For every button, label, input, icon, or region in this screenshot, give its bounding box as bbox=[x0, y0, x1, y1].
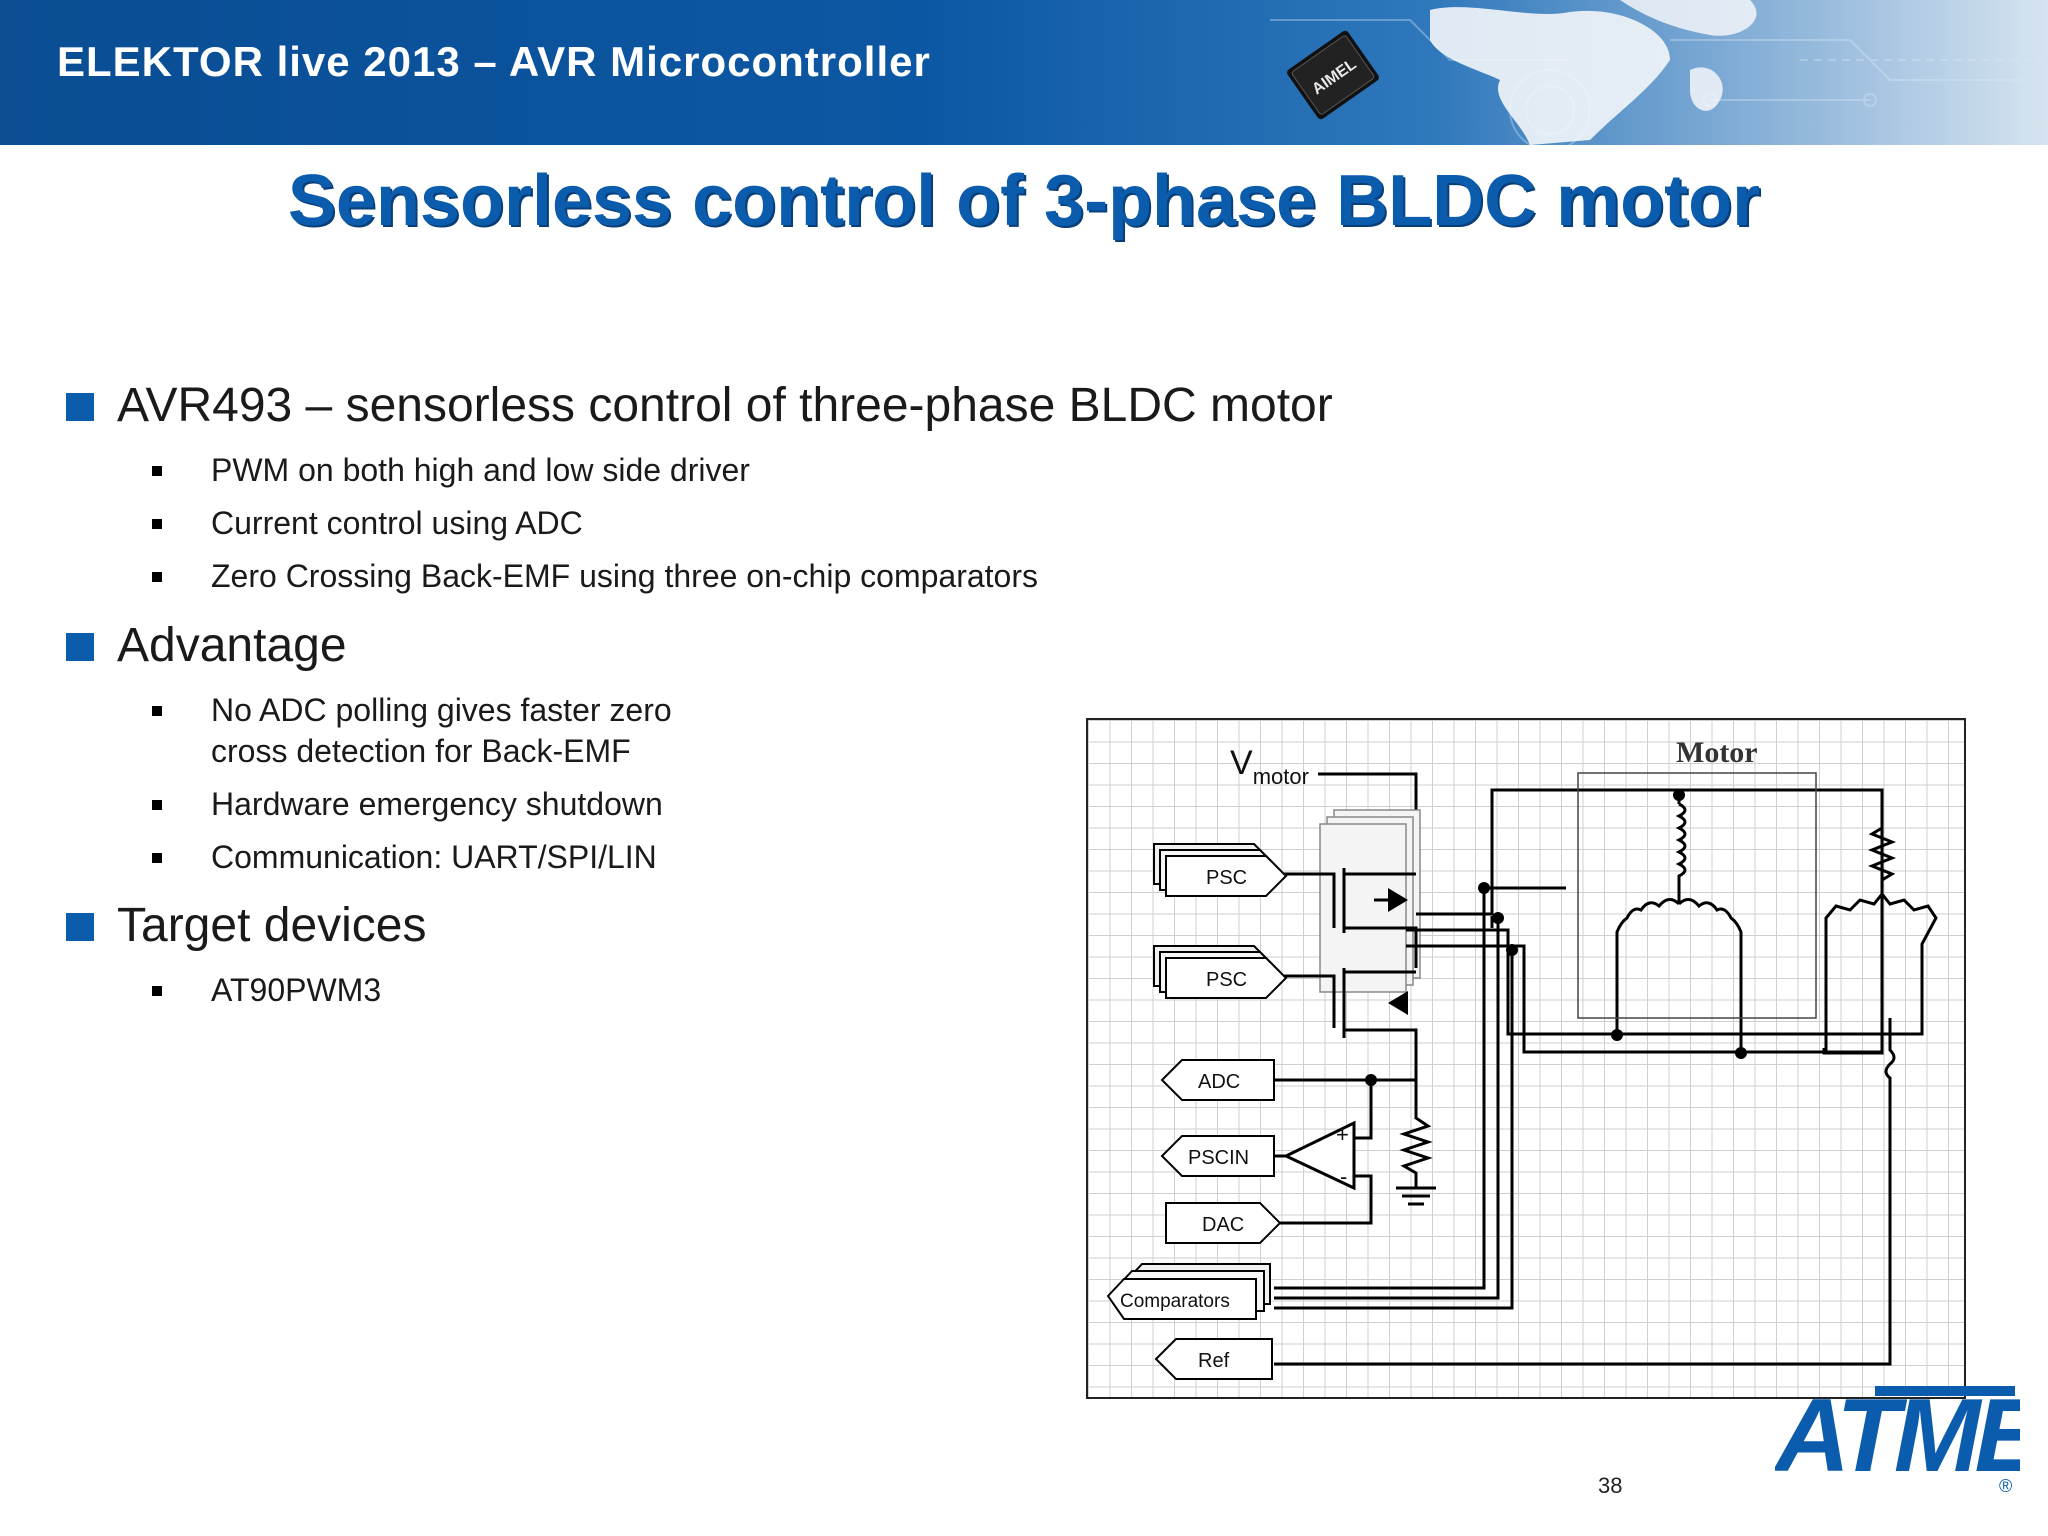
comparators-label: Comparators bbox=[1120, 1291, 1230, 1312]
sub-bullet bbox=[152, 466, 162, 476]
vmotor-sub: motor bbox=[1253, 764, 1309, 789]
dac-label: DAC bbox=[1202, 1214, 1244, 1236]
sub-bullet bbox=[152, 706, 162, 716]
atmel-chip-icon: AIMEL bbox=[1287, 30, 1379, 120]
schematic-frame bbox=[1086, 718, 1966, 1399]
list-item: cross detection for Back-EMF bbox=[211, 733, 631, 769]
opamp-minus: - bbox=[1340, 1164, 1347, 1189]
sub-bullet bbox=[152, 519, 162, 529]
page-number: 38 bbox=[1598, 1473, 1623, 1498]
sub-bullet bbox=[152, 572, 162, 582]
list-item: Current control using ADC bbox=[211, 505, 583, 541]
header-title: ELEKTOR live 2013 – AVR Microcontroller bbox=[57, 38, 931, 85]
header-banner: ELEKTOR live 2013 – AVR Microcontroller … bbox=[0, 0, 2048, 145]
bullet-square bbox=[66, 393, 94, 421]
atmel-logo: ATMEL ® bbox=[1775, 1378, 2020, 1496]
sub-bullet bbox=[152, 986, 162, 996]
vmotor-main: V bbox=[1230, 744, 1253, 782]
header-globe-art bbox=[1270, 0, 2048, 145]
section-heading: AVR493 – sensorless control of three-pha… bbox=[117, 379, 1333, 432]
psc-bottom-label: PSC bbox=[1206, 969, 1247, 991]
adc-label: ADC bbox=[1198, 1071, 1240, 1093]
section-heading: Target devices bbox=[117, 899, 427, 952]
opamp-plus: + bbox=[1336, 1122, 1349, 1147]
list-item: AT90PWM3 bbox=[211, 972, 382, 1008]
bullet-square bbox=[66, 633, 94, 661]
logo-text: ATMEL bbox=[1775, 1378, 2020, 1494]
vmotor-label: Vmotor bbox=[1230, 744, 1309, 789]
sub-bullet bbox=[152, 800, 162, 810]
bldc-schematic: Vmotor Motor PSC PSC ADC PSCIN DAC Compa… bbox=[1106, 736, 1938, 1380]
slide-title: Sensorless control of 3-phase BLDC motor bbox=[287, 161, 1761, 241]
bullet-square bbox=[66, 913, 94, 941]
list-item: Communication: UART/SPI/LIN bbox=[211, 839, 657, 875]
pscin-label: PSCIN bbox=[1188, 1147, 1249, 1169]
list-item: Zero Crossing Back-EMF using three on-ch… bbox=[211, 558, 1038, 594]
sub-bullet bbox=[152, 853, 162, 863]
section-heading: Advantage bbox=[117, 619, 347, 672]
psc-top-label: PSC bbox=[1206, 867, 1247, 889]
logo-registered: ® bbox=[1999, 1476, 2012, 1496]
list-item: PWM on both high and low side driver bbox=[211, 452, 750, 488]
list-item: Hardware emergency shutdown bbox=[211, 786, 663, 822]
motor-label: Motor bbox=[1676, 736, 1758, 769]
list-item: No ADC polling gives faster zero bbox=[211, 692, 672, 728]
ref-label: Ref bbox=[1198, 1350, 1230, 1372]
